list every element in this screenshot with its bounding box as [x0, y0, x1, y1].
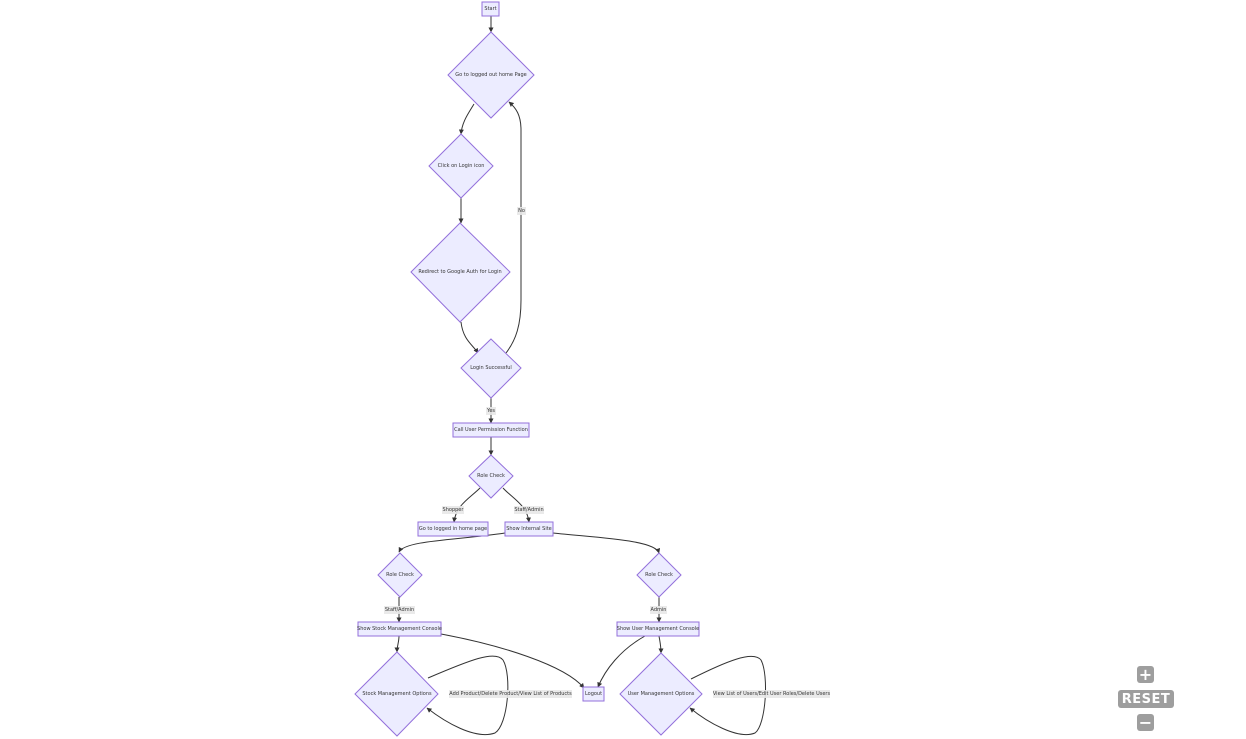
edge-label-stock-loop: Add Product/Delete Product/View List of …: [449, 690, 572, 698]
node-start[interactable]: Start: [481, 1, 500, 17]
node-call-permission[interactable]: Call User Permission Function: [452, 422, 530, 438]
svg-text:Go to logged out home Page: Go to logged out home Page: [455, 72, 526, 78]
edge-label-shopper: Shopper: [442, 506, 464, 514]
edge-labels: No Yes Shopper Staff/Admin Staff/Admin A…: [384, 207, 830, 698]
svg-text:User Management Options: User Management Options: [628, 691, 695, 697]
svg-text:Staff/Admin: Staff/Admin: [385, 607, 414, 613]
node-stock-console[interactable]: Show Stock Management Console: [357, 621, 442, 637]
node-logged-in-home[interactable]: Go to logged in home page: [417, 521, 489, 537]
node-role-check-3[interactable]: Role Check: [636, 552, 682, 598]
edge-redirect-to-login-successful: [460, 321, 479, 354]
plus-icon: +: [1138, 665, 1153, 684]
edge-user-console-to-logout: [597, 635, 646, 688]
edge-login-no-to-home: [505, 101, 522, 354]
edge-user-console-to-options: [658, 635, 664, 654]
svg-text:Call User Permission Function: Call User Permission Function: [454, 427, 528, 433]
edge-internal-to-role-check-left: [398, 532, 506, 553]
edge-stock-console-to-logout: [440, 633, 585, 689]
zoom-in-button[interactable]: +: [1137, 666, 1154, 683]
node-logged-out-home[interactable]: Go to logged out home Page: [447, 31, 535, 119]
node-user-options[interactable]: User Management Options: [619, 652, 703, 736]
node-logout[interactable]: Logout: [582, 686, 605, 702]
svg-text:Show Stock Management Console: Show Stock Management Console: [357, 626, 442, 632]
nodes: Start Go to logged out home Page Click o…: [354, 1, 703, 737]
node-redirect-google[interactable]: Redirect to Google Auth for Login: [410, 222, 511, 323]
node-role-check-1[interactable]: Role Check: [468, 454, 514, 499]
svg-text:Logout: Logout: [585, 691, 602, 697]
reset-label: RESET: [1121, 691, 1171, 707]
node-user-console[interactable]: Show User Management Console: [616, 621, 700, 637]
edge-stock-console-to-options: [394, 635, 400, 653]
svg-text:Staff/Admin: Staff/Admin: [514, 507, 543, 513]
svg-text:Role Check: Role Check: [477, 473, 505, 479]
svg-text:Admin: Admin: [651, 607, 667, 613]
svg-text:Show Internal Site: Show Internal Site: [506, 526, 552, 532]
svg-text:Go to logged in home page: Go to logged in home page: [419, 526, 487, 532]
edges: [394, 16, 766, 735]
svg-text:Start: Start: [484, 6, 496, 12]
svg-text:View List of Users/Edit User R: View List of Users/Edit User Roles/Delet…: [713, 691, 831, 697]
edge-label-staff-admin-2: Staff/Admin: [384, 606, 415, 614]
zoom-out-button[interactable]: −: [1137, 714, 1154, 731]
svg-text:Role Check: Role Check: [386, 572, 414, 578]
edge-label-user-loop: View List of Users/Edit User Roles/Delet…: [713, 690, 831, 698]
edge-internal-to-role-check-right: [552, 532, 661, 554]
node-stock-options[interactable]: Stock Management Options: [354, 651, 439, 737]
zoom-controls: + RESET −: [1118, 664, 1174, 732]
edge-home-to-click-login: [458, 103, 475, 135]
node-role-check-2[interactable]: Role Check: [377, 552, 423, 598]
edge-label-yes: Yes: [486, 407, 496, 415]
svg-text:Redirect to Google Auth for Lo: Redirect to Google Auth for Login: [418, 269, 501, 275]
edge-label-admin: Admin: [650, 606, 667, 614]
reset-button[interactable]: RESET: [1118, 690, 1174, 708]
node-show-internal[interactable]: Show Internal Site: [504, 521, 554, 537]
edge-role-shopper: [452, 487, 481, 523]
edge-role-staff-admin: [502, 487, 531, 523]
svg-text:Shopper: Shopper: [443, 507, 465, 513]
svg-text:Yes: Yes: [486, 408, 495, 414]
svg-text:Add Product/Delete Product/Vie: Add Product/Delete Product/View List of …: [449, 691, 572, 697]
svg-text:Show User Management Console: Show User Management Console: [617, 626, 699, 632]
svg-text:No: No: [518, 208, 525, 214]
minus-icon: −: [1138, 713, 1153, 732]
edge-label-staff-admin-1: Staff/Admin: [514, 506, 544, 514]
svg-text:Click on Login icon: Click on Login icon: [438, 163, 485, 169]
node-login-successful[interactable]: Login Successful: [460, 338, 522, 399]
svg-text:Login Successful: Login Successful: [470, 365, 512, 371]
svg-text:Role Check: Role Check: [645, 572, 673, 578]
node-click-login[interactable]: Click on Login icon: [428, 133, 494, 199]
svg-text:Stock Management Options: Stock Management Options: [362, 691, 432, 697]
edge-label-no: No: [517, 207, 526, 215]
